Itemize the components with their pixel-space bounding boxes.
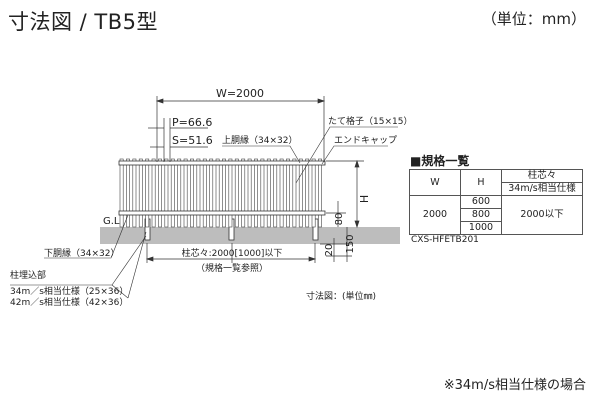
spec-h-1000: 1000: [460, 221, 502, 235]
spec-post-value: 2000以下: [501, 195, 583, 235]
post-pitch-label: 柱芯々:2000[1000]以下: [182, 247, 283, 259]
vertical-bars: [119, 158, 322, 228]
embed-42: 42m／s相当仕様（42×36）: [10, 296, 128, 308]
vertical-bar: [126, 158, 130, 228]
vertical-bar: [177, 158, 182, 228]
width-dimension: [155, 96, 326, 162]
vertical-bar: [254, 158, 258, 228]
page-title: 寸法図 / TB5型: [8, 10, 159, 34]
vertical-bar: [305, 158, 310, 228]
vertical-bar: [132, 158, 137, 228]
post-pitch-note: （規格一覧参照）: [196, 262, 268, 274]
post-pitch-dimension: [145, 243, 317, 263]
embed-34: 34m／s相当仕様（25×36）: [10, 285, 128, 297]
vertical-bar: [241, 158, 246, 228]
spec-heading: ■規格一覧: [410, 154, 470, 168]
vertical-bar: [164, 158, 169, 228]
spec-col-post: 柱芯々: [501, 169, 583, 183]
dim-20: 20: [324, 244, 335, 257]
ground: [100, 227, 400, 244]
spec-h-600: 600: [460, 195, 502, 209]
unit-note: 寸法図：(単位㎜): [306, 290, 376, 302]
vertical-bar: [151, 158, 156, 228]
spec-col-w: W: [409, 169, 461, 196]
spec-col-post-sub: 34m/s相当仕様: [501, 182, 583, 196]
gl-label: G.L: [103, 216, 120, 227]
upper-rail-leader: [222, 145, 301, 164]
spec-col-h: H: [460, 169, 502, 196]
upper-rail-label: 上胴縁（34×32）: [222, 134, 297, 146]
vertical-bar-leader: [295, 126, 398, 184]
pitch-dimension: [148, 118, 208, 162]
spec-w-value: 2000: [409, 195, 461, 235]
vertical-bar: [222, 158, 226, 228]
vertical-bar: [279, 158, 284, 228]
spec-table: W H 柱芯々 34m/s相当仕様 2000 600 2000以下 800 10…: [409, 169, 583, 235]
vertical-bar: [119, 158, 124, 228]
lower-rail-label: 下胴縁（34×32）: [44, 247, 119, 259]
dim-150: 150: [345, 234, 356, 253]
vertical-bar: [286, 158, 290, 228]
spec-code: CXS-HFETB201: [411, 235, 479, 245]
vertical-bar: [215, 158, 220, 228]
vertical-bar: [266, 158, 271, 228]
pitch-label: P=66.6: [172, 116, 212, 129]
vertical-bar: [318, 158, 322, 228]
vertical-bar: [260, 158, 265, 228]
upper-rail: [118, 160, 326, 166]
unit-label: （単位：mm）: [481, 10, 586, 28]
footnote: ※34m/s相当仕様の場合: [443, 378, 586, 393]
vertical-bar: [228, 158, 233, 228]
vertical-bar: [190, 158, 194, 228]
vertical-bar: [170, 158, 175, 228]
vertical-bar: [234, 158, 239, 228]
vertical-bar: [202, 158, 207, 228]
vertical-bar: [145, 158, 150, 228]
embed-leaders: [10, 231, 147, 299]
vertical-bar: [158, 158, 162, 228]
dim-80: 80: [334, 213, 345, 226]
vertical-bar: [292, 158, 297, 228]
vertical-bar: [183, 158, 188, 228]
vertical-bar: [138, 158, 143, 228]
lower-rail: [118, 210, 326, 216]
end-cap-label: エンドキャップ: [334, 135, 397, 146]
space-label: S=51.6: [172, 134, 213, 147]
height-label: H: [358, 195, 371, 203]
vertical-bar: [209, 158, 214, 228]
vertical-bar: [196, 158, 201, 228]
vertical-bar: [298, 158, 303, 228]
spec-h-800: 800: [460, 208, 502, 222]
width-label: W=2000: [216, 87, 264, 100]
height-dimension: [326, 159, 364, 229]
end-cap-leader: [321, 145, 388, 165]
vertical-bar: [273, 158, 278, 228]
embed-label: 柱埋込部: [10, 269, 46, 281]
vertical-bar: [247, 158, 252, 228]
lower-rail-leader: [44, 214, 129, 259]
vertical-bar-label: たて格子（15×15）: [328, 115, 412, 127]
vertical-bar: [311, 158, 316, 228]
small-dimensions: [320, 201, 352, 262]
